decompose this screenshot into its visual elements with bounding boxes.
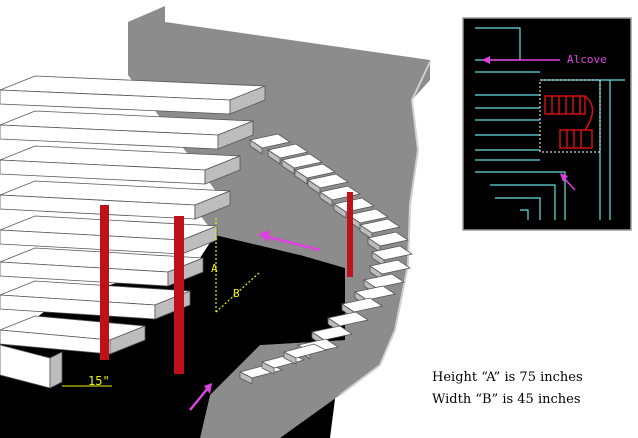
- arrow-icon: [258, 230, 321, 252]
- dimension-b-label: B: [233, 287, 240, 300]
- stair-tread: [267, 149, 281, 165]
- post-left: [100, 205, 109, 360]
- alcove-label: Alcove: [567, 53, 607, 66]
- wall-edge: [339, 61, 431, 396]
- stair-tread: [283, 351, 297, 365]
- plan-stairs: [544, 95, 594, 149]
- stair-tread: [281, 159, 295, 175]
- height-caption: Height “A” is 75 inches: [432, 370, 583, 385]
- stair-tread: [333, 203, 347, 219]
- stair-tread: [194, 190, 231, 220]
- back-wall: [128, 6, 430, 438]
- step-depth-label: 15": [88, 374, 110, 388]
- stair-tread: [261, 361, 275, 375]
- floor-plan-inset: Alcove: [462, 17, 632, 231]
- dimension-lines: [215, 218, 261, 313]
- stair-tread: [239, 371, 253, 385]
- floor-patch: [0, 235, 345, 438]
- stair-tread: [49, 351, 63, 389]
- arrow-icon: [189, 383, 212, 411]
- stair-tread: [229, 85, 266, 115]
- stair-tread: [204, 155, 241, 185]
- post-right: [347, 192, 353, 277]
- post-center: [174, 216, 184, 374]
- stair-tread: [249, 139, 263, 155]
- stair-tread: [294, 169, 308, 185]
- spiral-stair: [238, 133, 414, 385]
- dimension-a-label: A: [211, 262, 218, 275]
- stair-tread: [109, 325, 146, 355]
- width-caption: Width “B” is 45 inches: [432, 392, 581, 407]
- stair-tread: [217, 120, 254, 150]
- stair-tread: [319, 191, 333, 207]
- left-tread-stack: [0, 75, 266, 389]
